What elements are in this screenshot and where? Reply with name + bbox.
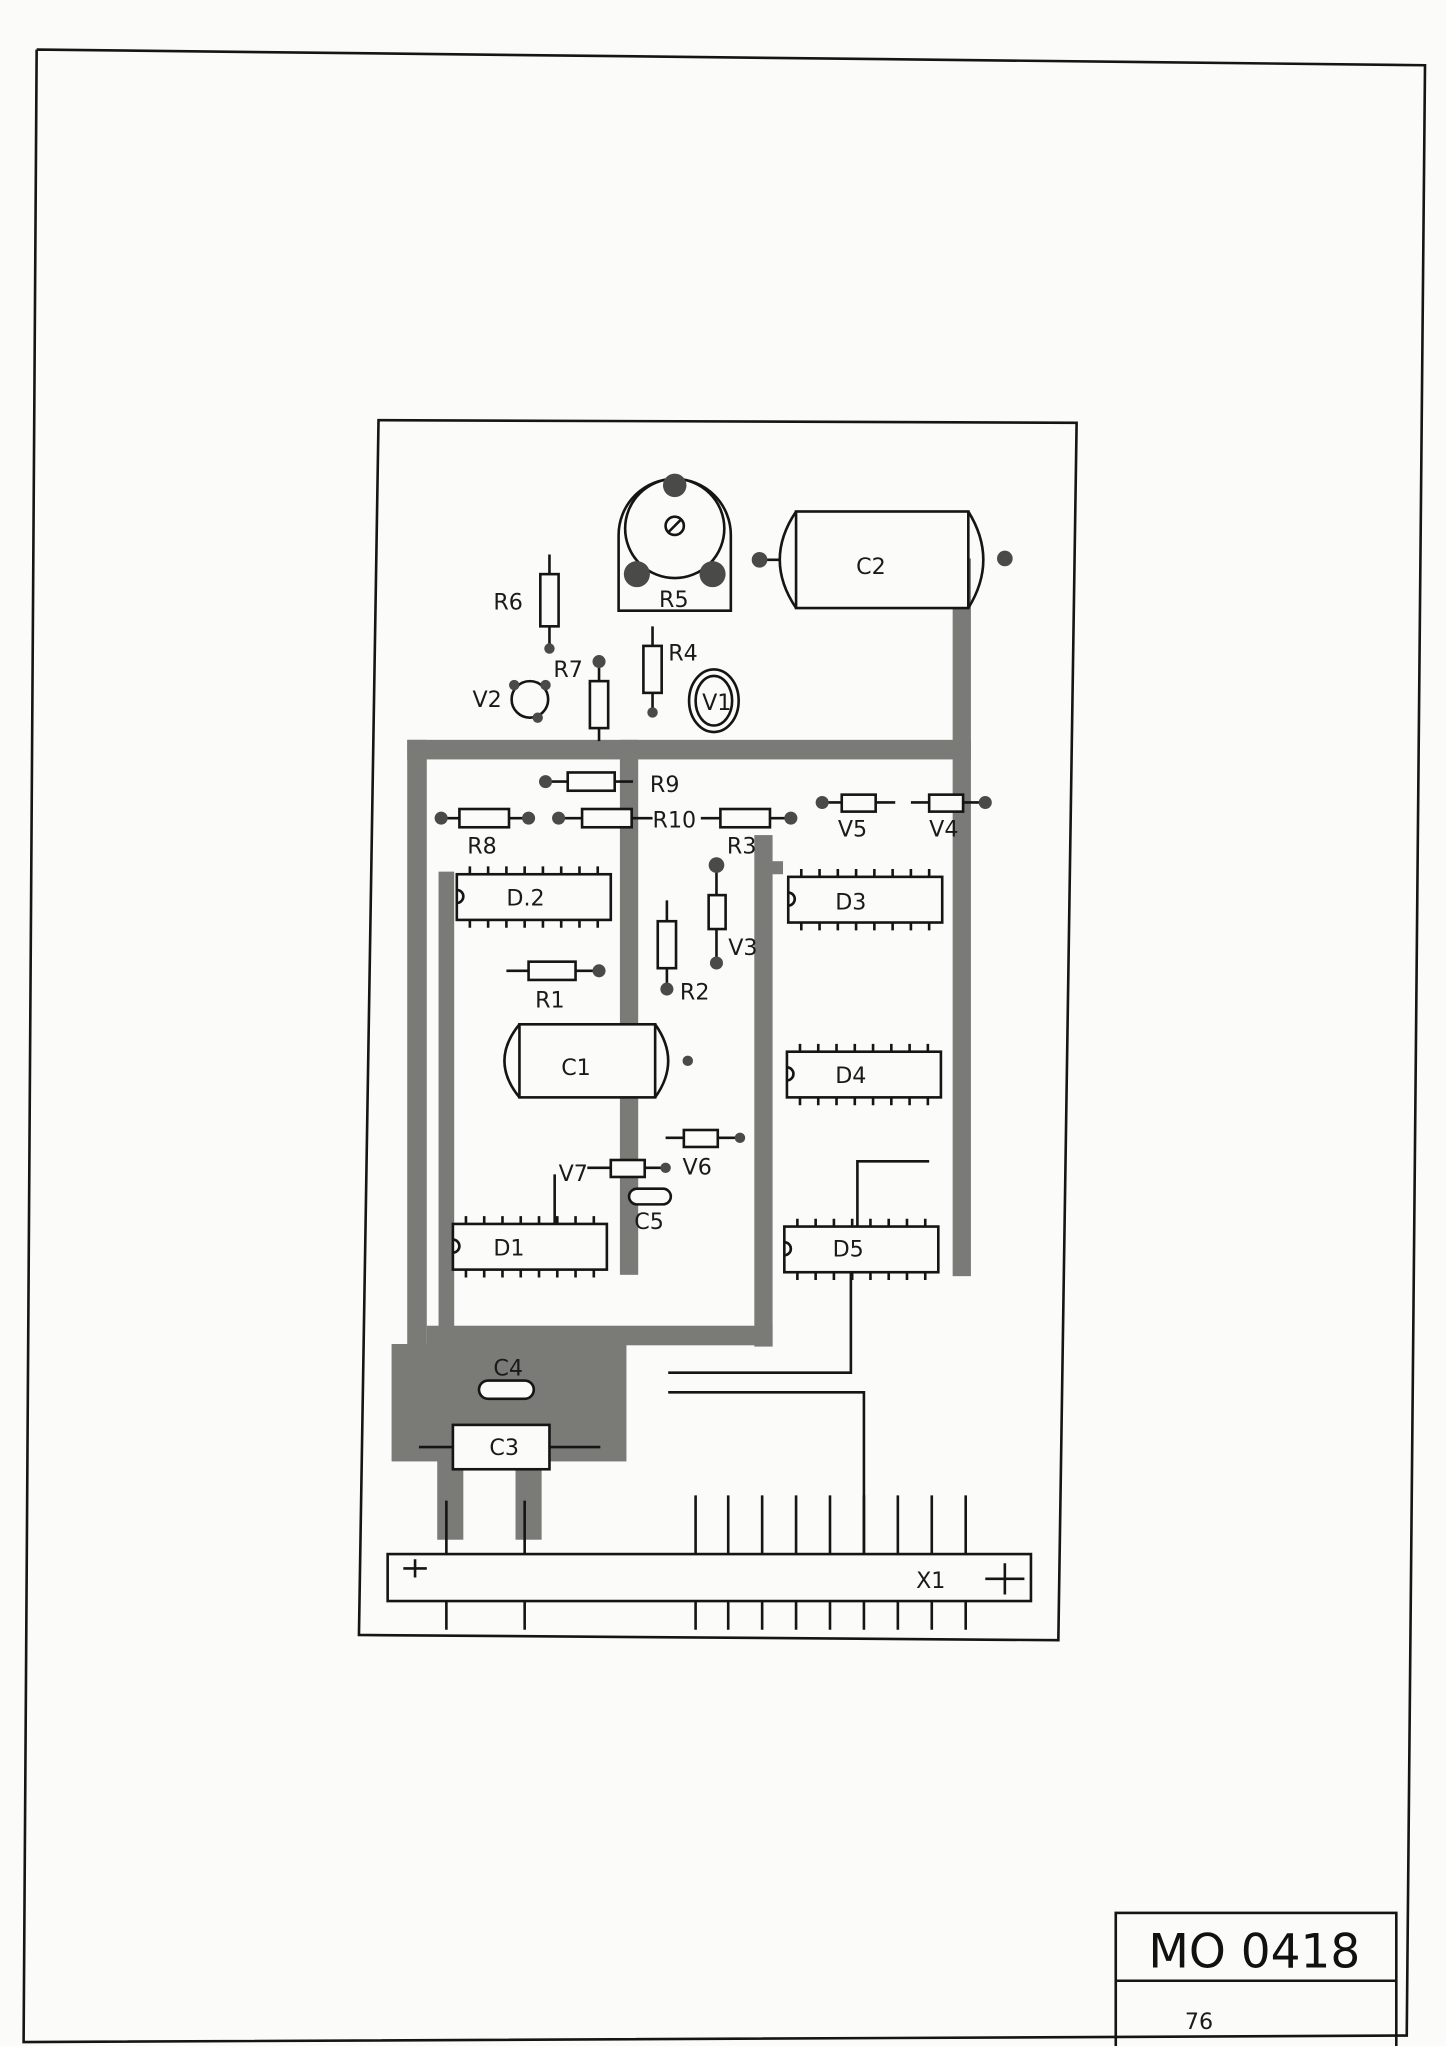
label-v5: V5 (838, 816, 867, 842)
label-v2: V2 (472, 687, 501, 713)
label-r9: R9 (650, 772, 680, 798)
resistor-r3[interactable]: R3 (700, 807, 798, 859)
label-r2: R2 (680, 980, 710, 1006)
label-d2: D.2 (506, 886, 544, 912)
label-r3: R3 (727, 833, 757, 859)
label-v6: V6 (683, 1154, 712, 1180)
label-v3: V3 (728, 935, 757, 961)
ic-d1[interactable]: D1 (451, 1216, 609, 1278)
label-r5: R5 (659, 587, 689, 613)
transistor-v2[interactable]: V2 (472, 679, 551, 723)
label-x1: X1 (916, 1568, 945, 1594)
label-c1: C1 (561, 1055, 591, 1081)
diode-v6[interactable]: V6 (665, 1128, 746, 1180)
label-r1: R1 (535, 987, 565, 1013)
label-r10: R10 (653, 807, 697, 833)
board-outline (357, 418, 1078, 1642)
ic-d5[interactable]: D5 (783, 1218, 940, 1281)
resistor-r1[interactable]: R1 (506, 960, 606, 1014)
label-r7: R7 (553, 657, 583, 683)
capacitor-c5[interactable]: C5 (627, 1187, 673, 1235)
resistor-r9[interactable]: R9 (539, 771, 680, 798)
capacitor-c3[interactable]: C3 (418, 1423, 601, 1471)
label-v4: V4 (929, 816, 958, 842)
diode-v4[interactable]: V4 (910, 793, 992, 843)
connector-x1[interactable]: X1 (386, 1495, 1033, 1630)
capacitor-c4[interactable]: C4 (477, 1355, 536, 1401)
resistor-r2[interactable]: R2 (656, 900, 710, 1006)
label-d5: D5 (833, 1237, 864, 1263)
handwritten-note: 76 (1185, 2009, 1213, 2035)
label-r6: R6 (493, 589, 523, 615)
label-v7: V7 (559, 1161, 588, 1187)
drawing-number: MO 0418 (1148, 1925, 1360, 1980)
ic-d3[interactable]: D3 (786, 869, 944, 931)
title-block: MO 0418 76 (1114, 1911, 1398, 2046)
resistor-r7[interactable]: R7 (553, 655, 610, 742)
sheet-frame (22, 48, 1427, 2044)
label-d3: D3 (835, 889, 866, 915)
resistor-r10[interactable]: R10 (552, 807, 696, 833)
diode-v3[interactable]: V3 (707, 857, 758, 970)
label-v1: V1 (702, 690, 731, 716)
diode-v5[interactable]: V5 (815, 793, 896, 843)
label-c2: C2 (856, 554, 886, 580)
label-c3: C3 (489, 1435, 519, 1461)
label-r8: R8 (467, 833, 497, 859)
label-c4: C4 (493, 1355, 523, 1381)
resistor-r4[interactable]: R4 (642, 626, 698, 718)
diode-v7[interactable]: V7 (559, 1158, 671, 1187)
label-c5: C5 (634, 1209, 664, 1235)
label-r4: R4 (668, 640, 698, 666)
ic-d2[interactable]: D.2 (455, 866, 613, 928)
label-d1: D1 (493, 1235, 524, 1261)
resistor-r8[interactable]: R8 (434, 807, 536, 859)
trimmer-r5[interactable]: R5 (617, 473, 733, 613)
resistor-r6[interactable]: R6 (493, 554, 560, 654)
capacitor-c1[interactable]: C1 (503, 1023, 693, 1099)
component-v1[interactable]: V1 (687, 668, 740, 734)
capacitor-c2[interactable]: C2 (751, 510, 1013, 610)
ic-d4[interactable]: D4 (785, 1043, 943, 1106)
label-d4: D4 (835, 1063, 866, 1089)
